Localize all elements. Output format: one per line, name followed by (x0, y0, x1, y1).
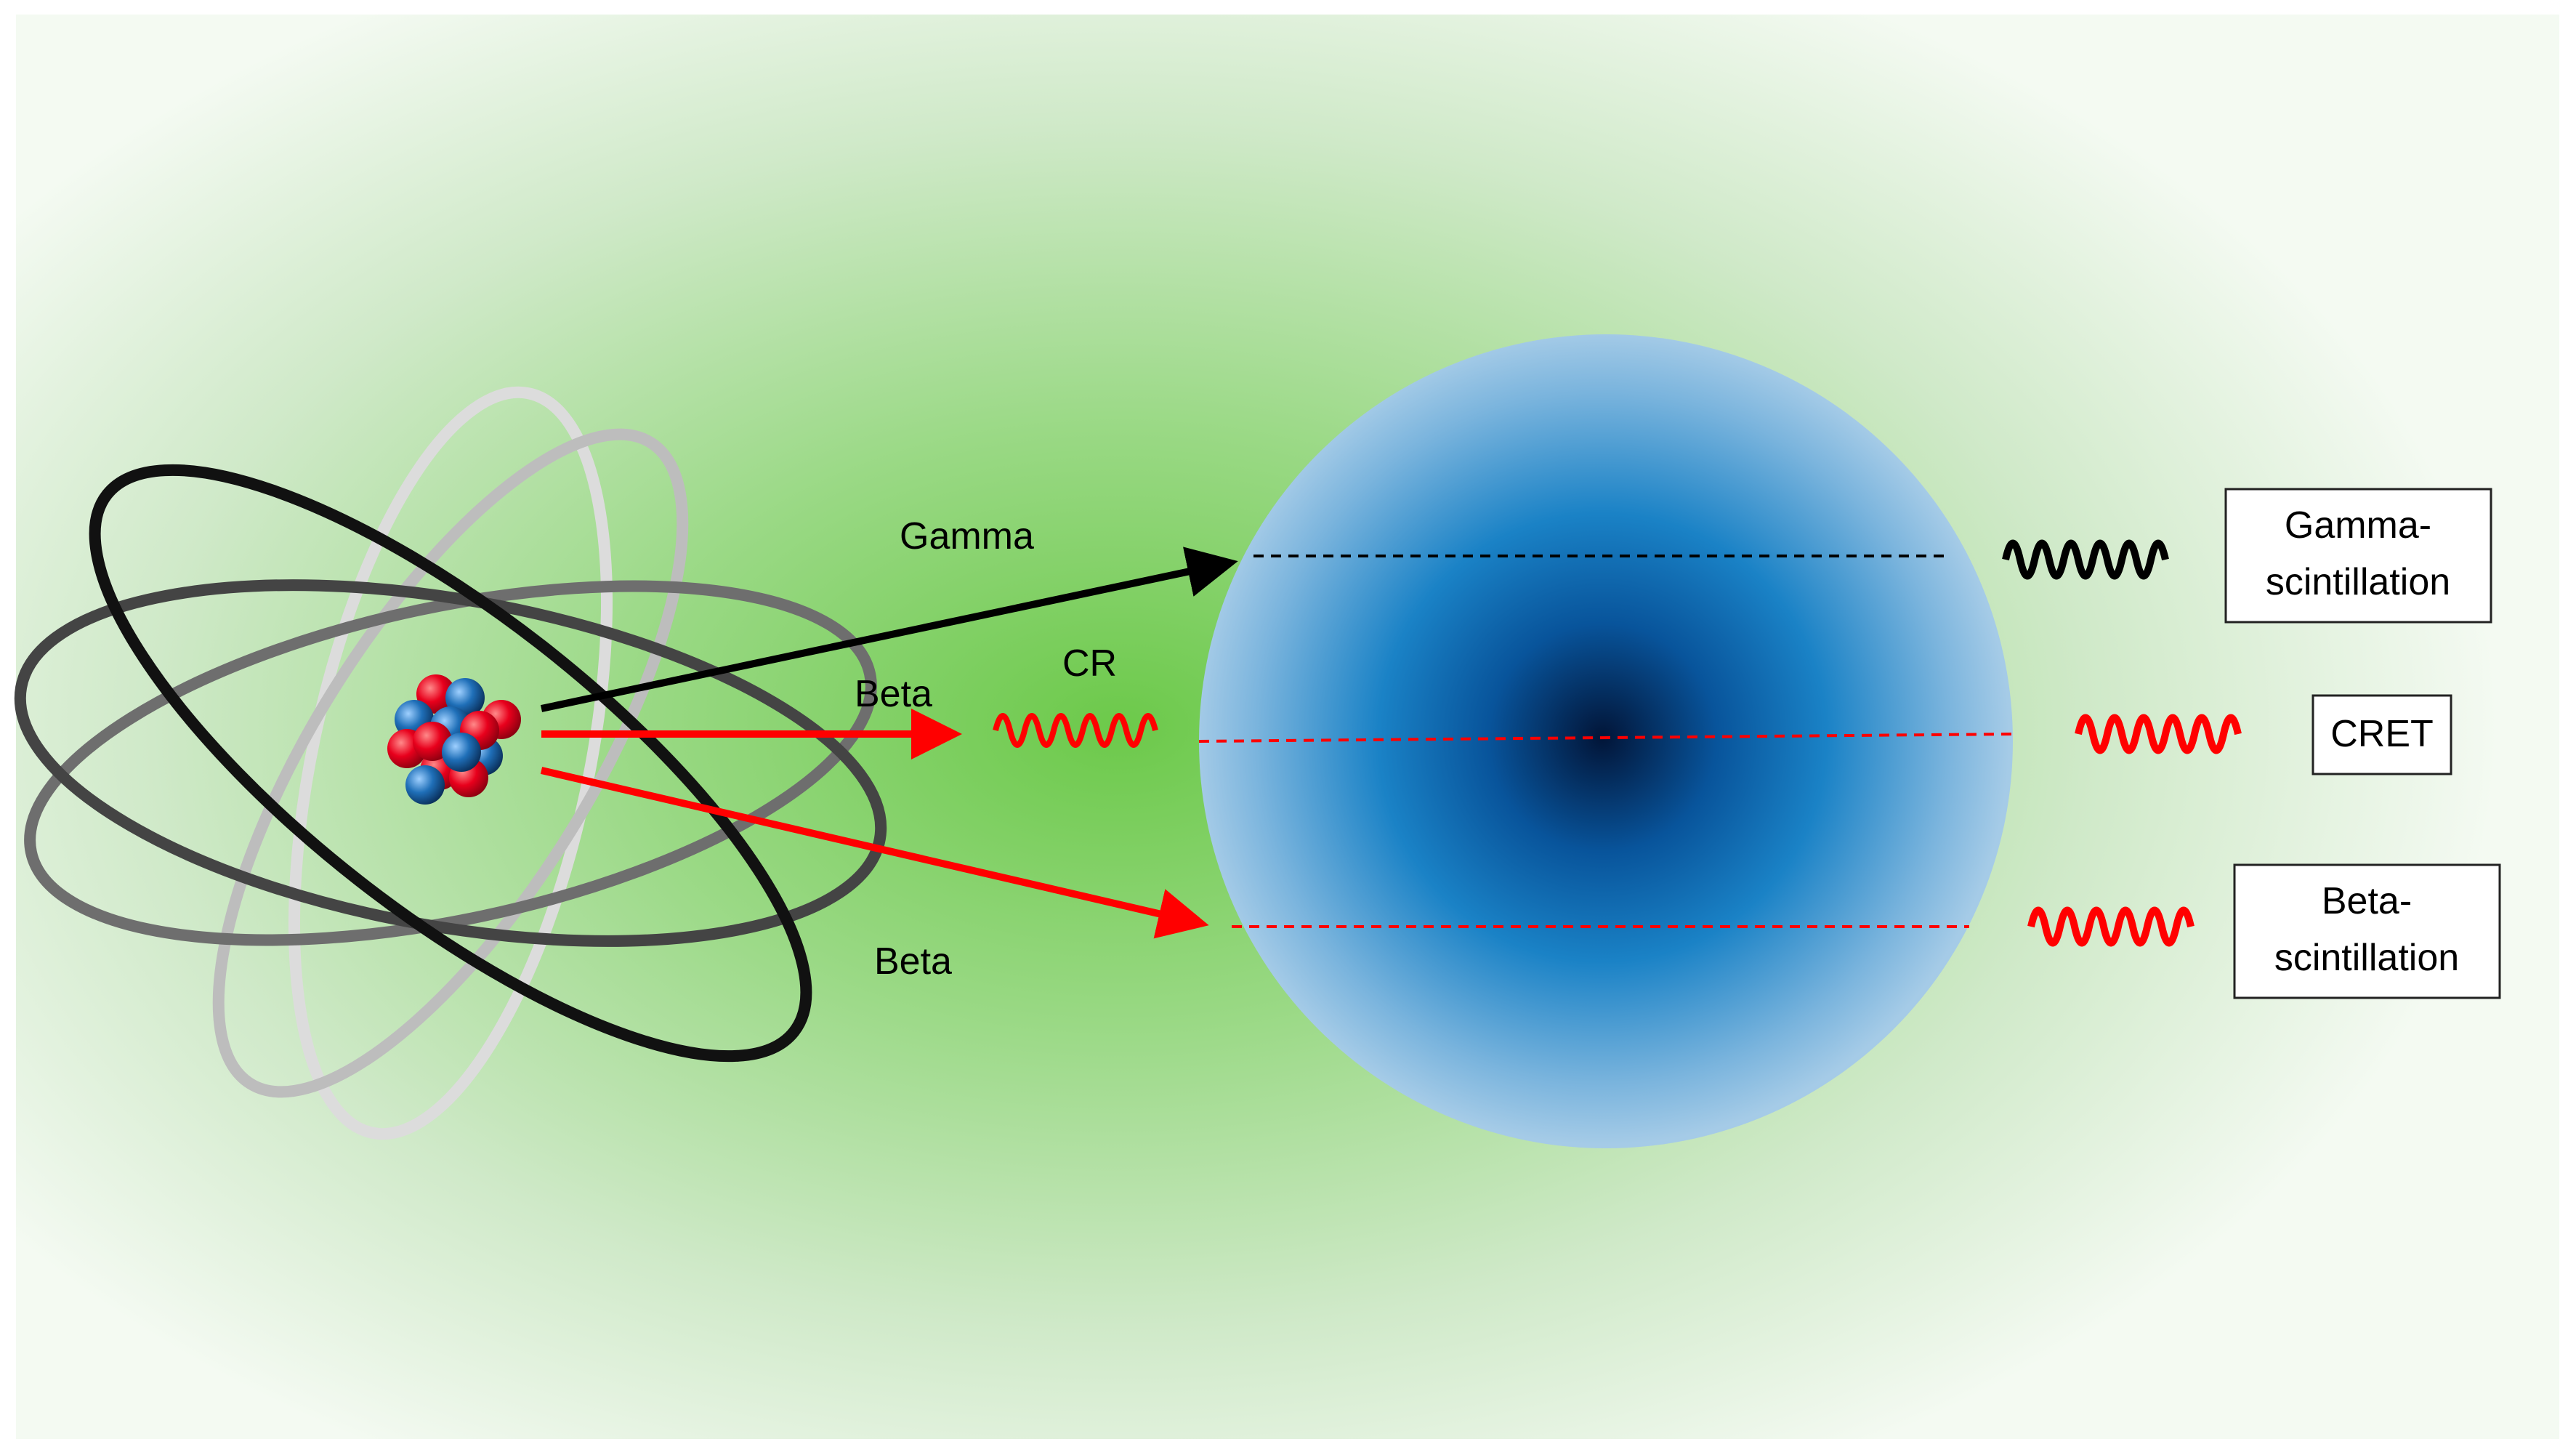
beta-label-lower: Beta (874, 940, 952, 983)
beta-label-upper: Beta (855, 673, 932, 715)
cr-wave-icon (993, 713, 1158, 748)
cret-wave-icon (2075, 714, 2242, 754)
cret-label: CRET (2330, 713, 2434, 755)
gamma-wave-icon (2002, 539, 2169, 580)
atom-orbits (14, 386, 887, 1140)
gamma-scintillation-line1: Gamma- (2285, 504, 2431, 547)
orbit-black (89, 464, 812, 1063)
gamma-label: Gamma (900, 515, 1034, 557)
scintillator-sphere (1199, 334, 2013, 1148)
beta-ray-arrow-lower (540, 767, 1209, 939)
nucleus (387, 674, 521, 805)
orbit-faint (288, 386, 613, 1140)
gamma-scintillation-line2: scintillation (2266, 561, 2450, 603)
beta-scintillation-line2: scintillation (2274, 937, 2459, 979)
beta-scintillation-box: Beta- scintillation (2233, 863, 2501, 999)
gamma-ray-arrow (540, 547, 1238, 712)
beta-scintillation-line1: Beta- (2322, 880, 2412, 922)
cret-path-dashed (1198, 733, 2014, 743)
beta-wave-icon (2027, 906, 2195, 947)
cr-label: CR (1062, 642, 1117, 685)
orbit-light (212, 428, 689, 1098)
atom-icon (14, 386, 887, 1140)
orbit-mid (24, 580, 877, 946)
cret-box: CRET (2311, 694, 2452, 775)
gamma-scintillation-box: Gamma- scintillation (2224, 488, 2492, 624)
